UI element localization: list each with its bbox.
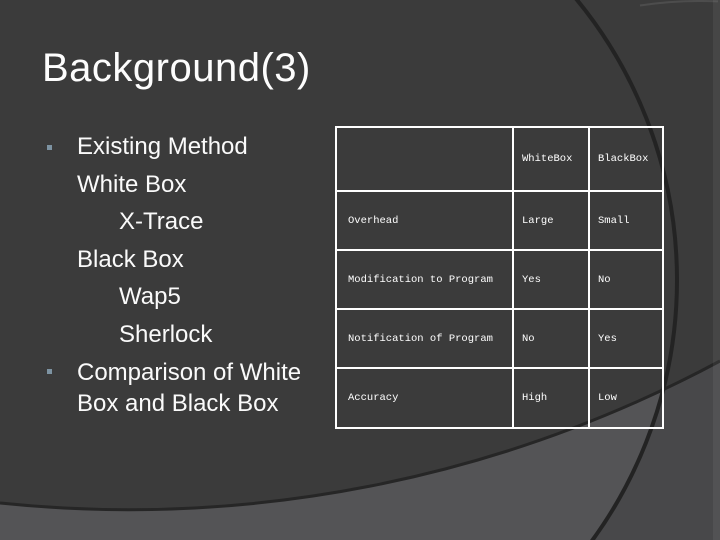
table-row: Overhead Large Small <box>335 190 664 251</box>
blackbox-value-cell: Yes <box>588 308 664 369</box>
blackbox-value-cell: Small <box>588 190 664 251</box>
bullet-line-wap5: Wap5 <box>119 283 181 310</box>
row-label-cell: Modification to Program <box>335 249 514 310</box>
bullet-line-comparison-2: Box and Black Box <box>77 390 279 417</box>
whitebox-value-cell: No <box>512 308 590 369</box>
bullet-line-sherlock: Sherlock <box>119 321 213 348</box>
bullet-line-comparison-1: Comparison of White <box>77 359 302 386</box>
bullet-square-icon <box>47 369 52 374</box>
header-whitebox-cell: WhiteBox <box>512 126 590 192</box>
comparison-table: WhiteBox BlackBox Overhead Large Small M… <box>335 126 664 429</box>
right-edge-strip <box>713 0 720 540</box>
bullet-line-black-box: Black Box <box>77 246 184 273</box>
header-blackbox-cell: BlackBox <box>588 126 664 192</box>
bullet-line-x-trace: X-Trace <box>119 208 204 235</box>
blackbox-value-cell: No <box>588 249 664 310</box>
table-row: Notification of Program No Yes <box>335 308 664 369</box>
bullet-square-icon <box>47 145 52 150</box>
faint-top-arc <box>639 0 719 7</box>
table-row: Modification to Program Yes No <box>335 249 664 310</box>
header-empty-cell <box>335 126 514 192</box>
table-row: Accuracy High Low <box>335 367 664 429</box>
row-label-cell: Accuracy <box>335 367 514 429</box>
bullet-line-existing-method: Existing Method <box>77 133 248 160</box>
row-label-cell: Overhead <box>335 190 514 251</box>
row-label-cell: Notification of Program <box>335 308 514 369</box>
whitebox-value-cell: High <box>512 367 590 429</box>
blackbox-value-cell: Low <box>588 367 664 429</box>
large-circle-arc <box>574 0 679 540</box>
bullet-line-white-box: White Box <box>77 171 187 198</box>
whitebox-value-cell: Large <box>512 190 590 251</box>
whitebox-value-cell: Yes <box>512 249 590 310</box>
table-header-row: WhiteBox BlackBox <box>335 126 664 192</box>
page-title: Background(3) <box>42 46 311 90</box>
